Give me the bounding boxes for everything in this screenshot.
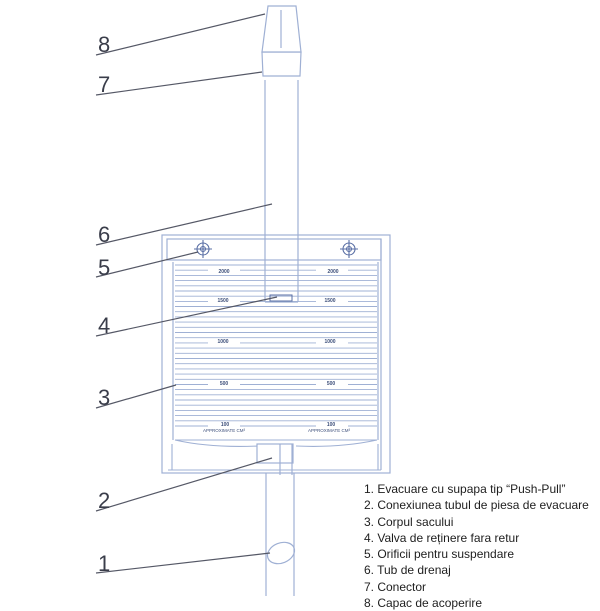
hanging-hole-right (340, 240, 358, 258)
callout-3: 3 (98, 385, 110, 410)
scale-left-100: 100 (221, 422, 230, 428)
legend-item-6: 6. Tub de drenaj (364, 563, 451, 578)
legend-list: 1. Evacuare cu supapa tip “Push-Pull” 2.… (364, 481, 600, 611)
scale-right-1500: 1500 (324, 298, 335, 304)
scale-right-100: 100 (327, 422, 336, 428)
outlet-tube (265, 473, 296, 596)
hanging-hole-left (194, 240, 212, 258)
callout-2: 2 (98, 488, 110, 513)
approx-label-left: APPROXIMATE CM³ (203, 428, 245, 433)
legend-item-2: 2. Conexiunea tubul de piesa de evacuare (364, 498, 589, 513)
legend-item-7: 7. Conector (364, 579, 427, 594)
callout-4: 4 (98, 313, 110, 338)
legend-item-4: 4. Valva de reținere fara retur (364, 530, 520, 545)
leader-6 (95, 203, 273, 246)
legend-item-8: 8. Capac de acoperire (364, 596, 483, 611)
drainage-tube (264, 80, 299, 303)
callout-6: 6 (98, 222, 110, 247)
bag-bottom-pocket (168, 439, 381, 471)
scale-right-500: 500 (327, 381, 336, 387)
callout-numbers: 8 7 6 5 4 3 2 1 (98, 32, 110, 576)
scale-left-1500: 1500 (217, 298, 228, 304)
leader-lines (95, 13, 278, 574)
scale-left-500: 500 (220, 381, 229, 387)
leader-1 (95, 552, 271, 574)
connector (261, 51, 302, 77)
scale-left-2000: 2000 (218, 269, 229, 275)
scale-right-1000: 1000 (324, 339, 335, 345)
legend-item-5: 5. Orificii pentru suspendare (364, 547, 515, 562)
leader-5 (95, 251, 199, 278)
legend-item-1: 1. Evacuare cu supapa tip “Push-Pull” (364, 482, 566, 496)
graduation-lines (175, 264, 377, 427)
leader-8 (95, 13, 266, 56)
callout-8: 8 (98, 32, 110, 57)
legend-item-3: 3. Corpul sacului (364, 514, 454, 529)
callout-7: 7 (98, 72, 110, 97)
cover-cap (261, 5, 302, 53)
outlet-connector (256, 443, 294, 475)
leader-7 (95, 71, 263, 96)
scale-right-2000: 2000 (327, 269, 338, 275)
scale-labels: 2000 2000 1500 1500 1000 1000 500 500 10… (203, 269, 350, 433)
leader-4 (95, 296, 278, 337)
bag-body (161, 234, 391, 474)
scale-left-1000: 1000 (217, 339, 228, 345)
leader-3 (95, 384, 177, 409)
leader-2 (95, 457, 273, 512)
approx-label-right: APPROXIMATE CM³ (308, 428, 350, 433)
callout-1: 1 (98, 551, 110, 576)
callout-5: 5 (98, 255, 110, 280)
